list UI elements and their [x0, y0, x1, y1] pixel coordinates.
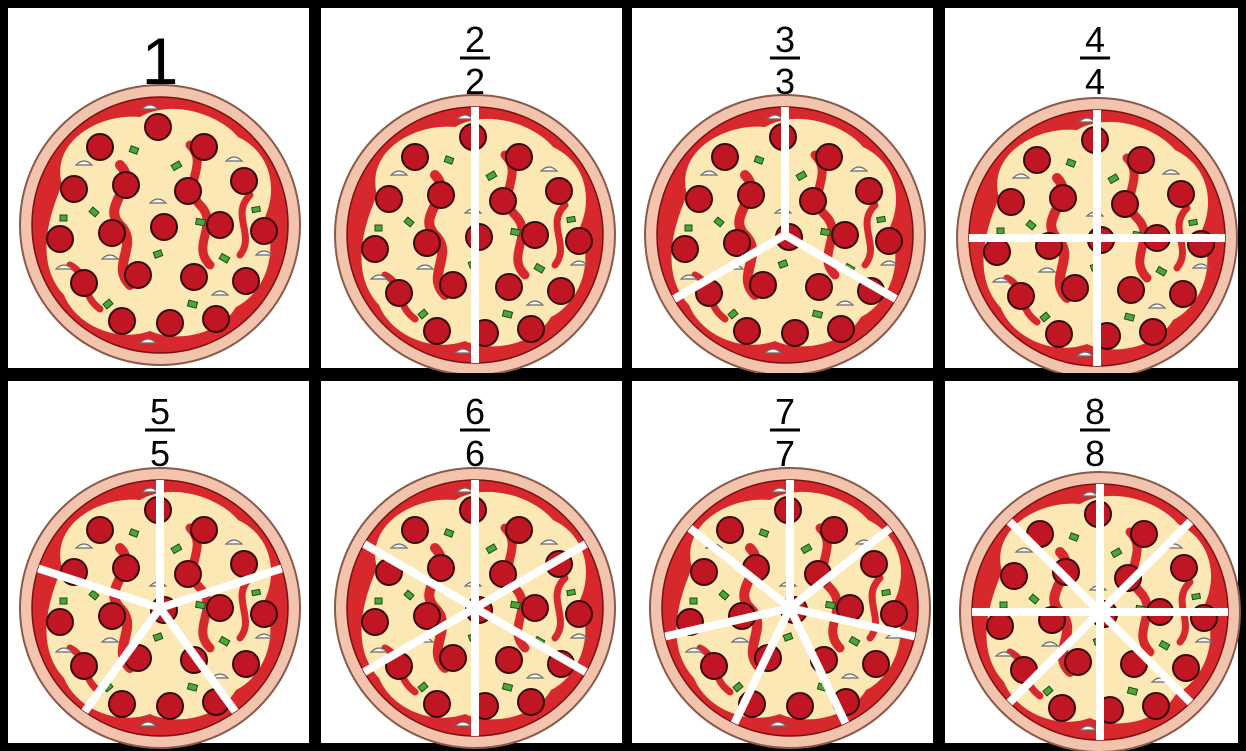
fraction-denominator: 4 [1085, 61, 1105, 102]
fraction-numerator: 3 [775, 19, 795, 60]
fraction-numerator: 4 [1085, 19, 1105, 60]
fraction-denominator: 8 [1085, 433, 1105, 474]
fraction-numerator: 8 [1085, 391, 1105, 432]
cell-6: 6 6 [317, 377, 626, 751]
cell-3: 3 3 [628, 4, 937, 375]
fraction-numerator: 5 [150, 391, 170, 432]
cell-5: 5 5 [4, 377, 313, 748]
pepperoni-pizza-icon [20, 85, 300, 365]
cell-8: 8 8 [941, 377, 1246, 751]
cell-7: 7 7 [628, 377, 937, 748]
cell-1: 1 [4, 4, 313, 372]
fraction-numerator: 7 [775, 391, 795, 432]
cell-4: 4 4 [941, 4, 1246, 388]
fraction-numerator: 2 [465, 19, 485, 60]
fraction-numerator: 6 [465, 391, 485, 432]
cell-2: 2 2 [317, 4, 626, 385]
